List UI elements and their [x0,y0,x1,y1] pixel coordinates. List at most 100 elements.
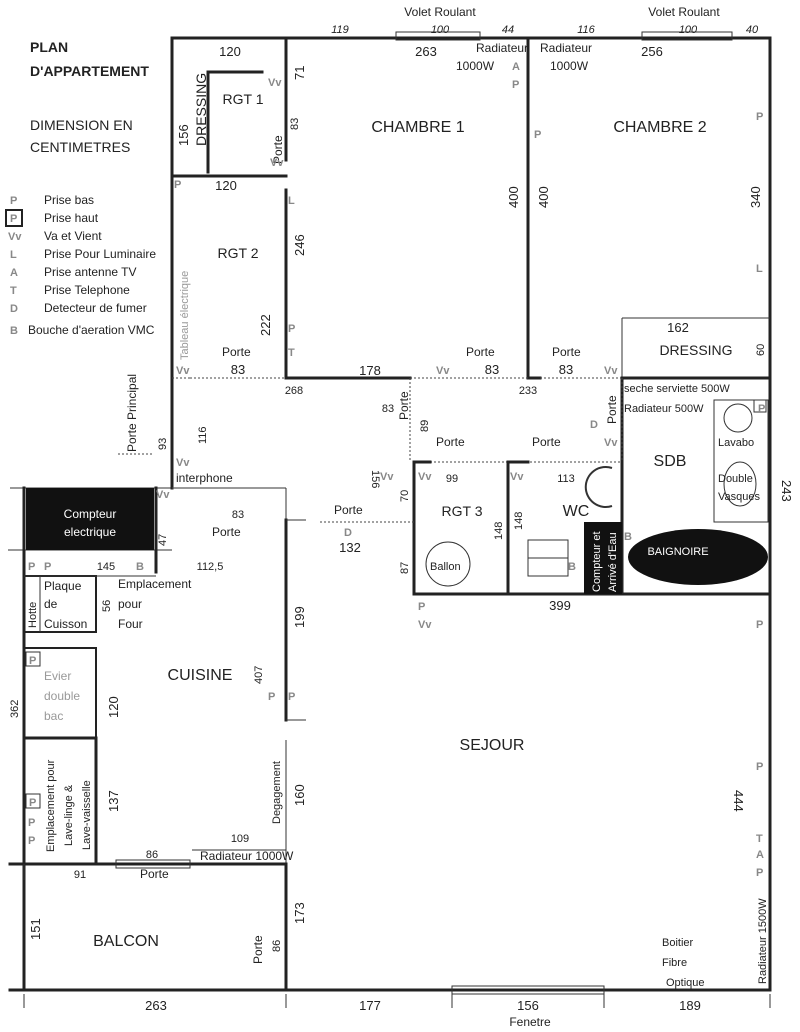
dim-119: 119 [331,24,349,36]
sym-p-lave-b: P [28,817,35,829]
sym-t-sejour: T [756,833,763,845]
double-vasques-2: Vasques [718,491,760,503]
room-rgt-1: RGT 1 [223,91,264,107]
radiateur-1000-label: Radiateur 1000W [200,849,294,863]
lave-label-1: Emplacement pour [45,759,57,852]
radiateur-500-label: Radiateur 500W [624,403,704,415]
degagement-label: Degagement [271,761,283,824]
room-balcon: BALCON [93,933,159,950]
fenetre-label: Fenetre [509,1015,551,1029]
dim-83d: 83 [559,362,573,377]
dim-47: 47 [157,534,169,546]
legend-label-telephone: Prise Telephone [44,283,130,297]
boitier-label-2: Fibre [662,957,687,969]
sym-p-lave-a: P [29,797,36,809]
room-dressing-2: DRESSING [659,342,732,358]
porte-chambre-1: Porte [466,345,495,359]
sym-p-kitchen-2: P [44,561,51,573]
porte-sejour: Porte [334,503,363,517]
dim-137: 137 [106,790,121,812]
porte-rgt2: Porte [222,345,251,359]
lave-label-3: Lave-vaisselle [81,780,93,850]
dim-89: 89 [419,420,431,432]
legend-label-luminaire: Prise Pour Luminaire [44,247,156,261]
dim-340: 340 [748,186,763,208]
room-cuisine: CUISINE [168,667,233,684]
dim-113: 113 [557,473,575,485]
sym-vv-rgt1b: Vv [270,157,284,169]
dim-199: 199 [292,606,307,628]
dim-177: 177 [359,998,381,1013]
dim-156c: 156 [517,998,539,1013]
sym-vv-rgt2: Vv [176,365,190,377]
dim-189: 189 [679,998,701,1013]
sym-d-sejour: D [344,527,352,539]
dim-120b: 120 [215,178,237,193]
sym-p-c1b: P [288,323,295,335]
electrical-symbols: Vv Vv A P P P P L L P T Vv Vv Vv P D Vv … [25,61,765,879]
sym-p-sejour-d: P [756,761,763,773]
sym-vv-c2: Vv [604,365,618,377]
sym-vv-sdb: Vv [604,437,618,449]
dim-40: 40 [746,24,759,36]
sym-p-c2a: P [534,129,541,141]
sym-vv-rgt3: Vv [418,471,432,483]
dim-120c: 120 [106,696,121,718]
baignoire-block: BAIGNOIRE [628,529,768,585]
sym-vv-sejour: Vv [380,471,394,483]
dim-83b: 83 [231,362,245,377]
plaque-label-1: Plaque [44,579,82,593]
compteur-eau-label-1: Compteur et [591,531,603,592]
sym-p-sejour-c: P [288,691,295,703]
dim-407: 407 [253,666,265,684]
legend-symbol-detecteur: D [10,303,18,315]
dim-56: 56 [101,600,113,612]
dim-116b: 116 [197,426,209,444]
legend-symbol-antenne: A [10,267,18,279]
sym-p-sdb: P [758,403,765,415]
dim-1125: 112,5 [197,561,224,573]
dim-83c: 83 [485,362,499,377]
dim-99: 99 [446,473,458,485]
dim-173: 173 [292,902,307,924]
porte-wc: Porte [532,435,561,449]
sym-p-sejour-e: P [756,867,763,879]
room-dressing-1: DRESSING [193,73,209,146]
legend-symbol-telephone: T [10,285,17,297]
seche-serviette-label: seche serviette 500W [624,383,730,395]
legend-symbol-vmc: B [10,325,18,337]
porte-principal-text: Porte Principal [125,374,139,452]
sym-p-cuisine-a: P [268,691,275,703]
dim-83f: 83 [232,509,244,521]
sym-p-sejour-b: P [756,619,763,631]
legend-symbol-prise-bas: P [10,195,17,207]
legend-label-detecteur: Detecteur de fumer [44,301,147,315]
evier-label-1: Evier [44,669,71,683]
dim-60: 60 [755,344,767,356]
room-chambre-1: CHAMBRE 1 [371,119,464,136]
subtitle-line1: DIMENSION EN [30,117,133,133]
dim-156a: 156 [176,124,191,146]
porte-principal-label: Porte Principal [125,374,139,452]
tableau-electrique: Tableau électrique [179,271,191,360]
legend-label-prise-bas: Prise bas [44,193,94,207]
sym-vv-c1: Vv [436,365,450,377]
legend-label-vmc: Bouche d'aeration VMC [28,323,155,337]
subtitle-line2: CENTIMETRES [30,139,130,155]
lavabo-2 [723,461,757,507]
sym-vv-rgt1: Vv [268,77,282,89]
lavabo-label: Lavabo [718,437,754,449]
radiateur-chambre-1: Radiateur [476,41,528,55]
dim-268: 268 [285,385,303,397]
sym-p-lave-c: P [28,835,35,847]
dim-70: 70 [399,490,411,502]
four-label-3: Four [118,617,143,631]
radiateur-chambre-2-w: 1000W [550,59,589,73]
porte-rgt3: Porte [436,435,465,449]
ballon-circle [425,541,471,587]
legend-label-va-et-vient: Va et Vient [44,229,102,243]
sym-l-c1: L [288,195,295,207]
dim-362: 362 [9,700,21,718]
dim-83a: 83 [289,118,301,130]
